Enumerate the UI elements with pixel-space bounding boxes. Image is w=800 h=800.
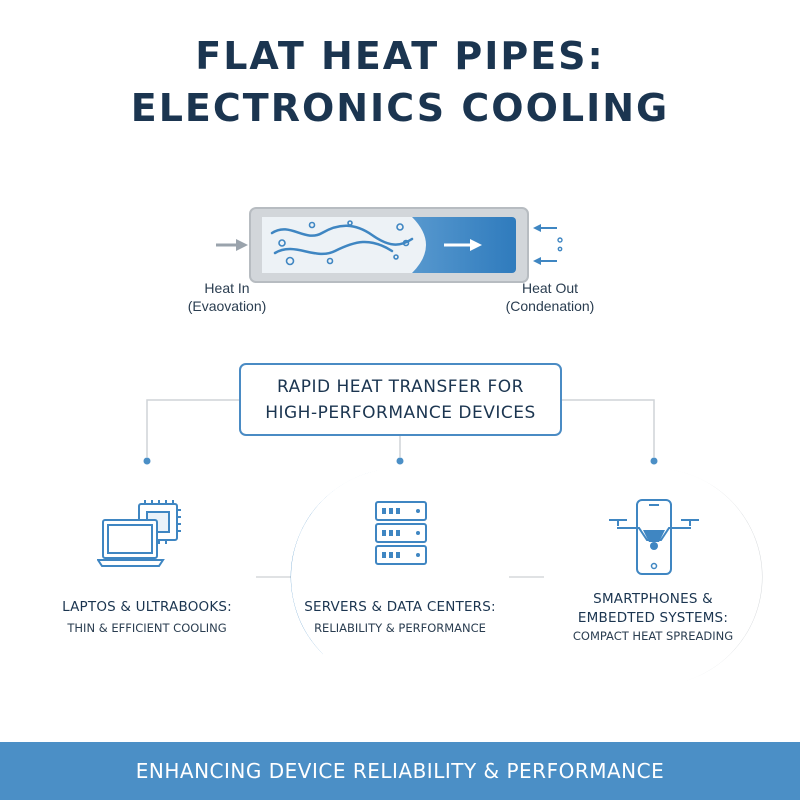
server-rack-icon <box>375 501 427 565</box>
title-line-1: FLAT HEAT PIPES: <box>195 34 605 78</box>
vapor-front <box>262 217 426 273</box>
drone-phone-icon <box>609 499 699 575</box>
device-text-servers: SERVERS & DATA CENTERS: RELIABILITY & PE… <box>301 598 499 637</box>
connector-right <box>562 399 655 457</box>
heat-out-title: Heat Out <box>521 280 579 296</box>
page-title: FLAT HEAT PIPES: ELECTRONICS COOLING <box>0 30 800 134</box>
heat-out-arrows-icon <box>533 224 563 265</box>
title-line-2: ELECTRONICS COOLING <box>130 86 670 130</box>
heat-in-subtitle: (Evaovation) <box>187 298 267 314</box>
heat-in-arrow-icon <box>216 239 248 251</box>
device-title-laptops: LAPTOS & ULTRABOOKS: <box>62 599 232 615</box>
device-title-smartphones-2: EMBEDTED SYSTEMS: <box>577 610 729 626</box>
device-title-servers: SERVERS & DATA CENTERS: <box>304 599 496 615</box>
banner-line-2: HIGH-PERFORMANCE DEVICES <box>265 402 536 423</box>
heat-out-subtitle: (Condenation) <box>505 298 595 314</box>
footer-banner: ENHANCING DEVICE RELIABILITY & PERFORMAN… <box>0 742 800 800</box>
device-text-smartphones: SMARTPHONES & EMBEDTED SYSTEMS: COMPACT … <box>554 590 752 645</box>
device-subtitle-servers: RELIABILITY & PERFORMANCE <box>314 621 486 635</box>
device-text-laptops: LAPTOS & ULTRABOOKS: THIN & EFFICIENT CO… <box>48 598 246 637</box>
vapor-wave-2 <box>273 240 394 256</box>
device-title-smartphones-1: SMARTPHONES & <box>593 591 713 607</box>
heat-out-label: Heat Out (Condenation) <box>495 279 605 315</box>
heat-pipe-diagram <box>216 207 563 283</box>
device-subtitle-smartphones: COMPACT HEAT SPREADING <box>572 629 734 643</box>
banner-line-1: RAPID HEAT TRANSFER FOR <box>277 376 524 397</box>
banner-box: RAPID HEAT TRANSFER FOR HIGH-PERFORMANCE… <box>239 363 562 436</box>
vapor-wave <box>270 224 414 246</box>
connector-left <box>146 399 239 457</box>
device-subtitle-laptops: THIN & EFFICIENT COOLING <box>67 621 227 635</box>
device-card-laptops: LAPTOS & ULTRABOOKS: THIN & EFFICIENT CO… <box>38 468 256 686</box>
connector-dot-right <box>650 457 658 465</box>
heat-in-label: Heat In (Evaovation) <box>172 279 282 315</box>
connector-dot-left <box>143 457 151 465</box>
heat-in-title: Heat In <box>204 280 250 296</box>
laptop-chip-icon <box>97 500 181 567</box>
device-card-smartphones: SMARTPHONES & EMBEDTED SYSTEMS: COMPACT … <box>544 468 762 686</box>
connector-dot-center <box>396 457 404 465</box>
flow-arrow-icon <box>444 239 482 251</box>
vapor-bubbles <box>278 220 410 266</box>
device-card-servers: SERVERS & DATA CENTERS: RELIABILITY & PE… <box>291 468 509 686</box>
